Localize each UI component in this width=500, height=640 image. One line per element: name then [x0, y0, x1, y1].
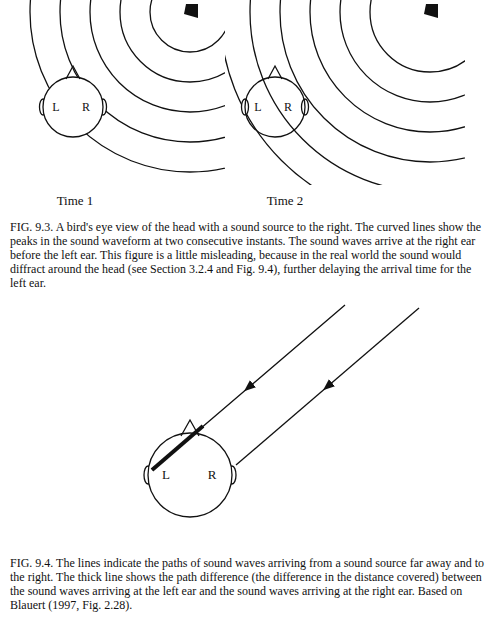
ear-label: R: [82, 101, 90, 113]
wave-crest: [30, 0, 225, 172]
ear-label: R: [284, 101, 292, 113]
wave-crest: [340, 0, 465, 102]
wave-crest: [250, 0, 465, 185]
figure-caption: FIG. 9.3. A bird's eye view of the head …: [10, 220, 490, 290]
wave-crest: [120, 0, 225, 82]
head: [40, 66, 107, 137]
sound-waves: [225, 0, 465, 185]
wave-crest: [150, 0, 225, 52]
wave-crest: [225, 0, 465, 185]
sound-path: [152, 305, 345, 470]
wave-crest: [370, 0, 465, 72]
speaker-icon: [184, 4, 198, 18]
time-label: Time 1: [57, 194, 94, 207]
wave-crest: [90, 0, 225, 112]
ear-label: L: [162, 468, 170, 481]
path-difference: [152, 426, 203, 470]
wave-crest: [280, 0, 465, 162]
ear-label: R: [208, 468, 217, 481]
speaker-icon: [424, 4, 438, 18]
time-label: Time 2: [267, 194, 304, 207]
head: [242, 66, 309, 137]
head: [144, 420, 236, 517]
sound-waves: [30, 0, 225, 172]
wave-crest: [310, 0, 465, 132]
figure-caption: FIG. 9.4. The lines indicate the paths o…: [10, 556, 490, 612]
ear-label: L: [52, 101, 59, 113]
ear-label: L: [254, 101, 261, 113]
sound-path: [236, 308, 419, 465]
